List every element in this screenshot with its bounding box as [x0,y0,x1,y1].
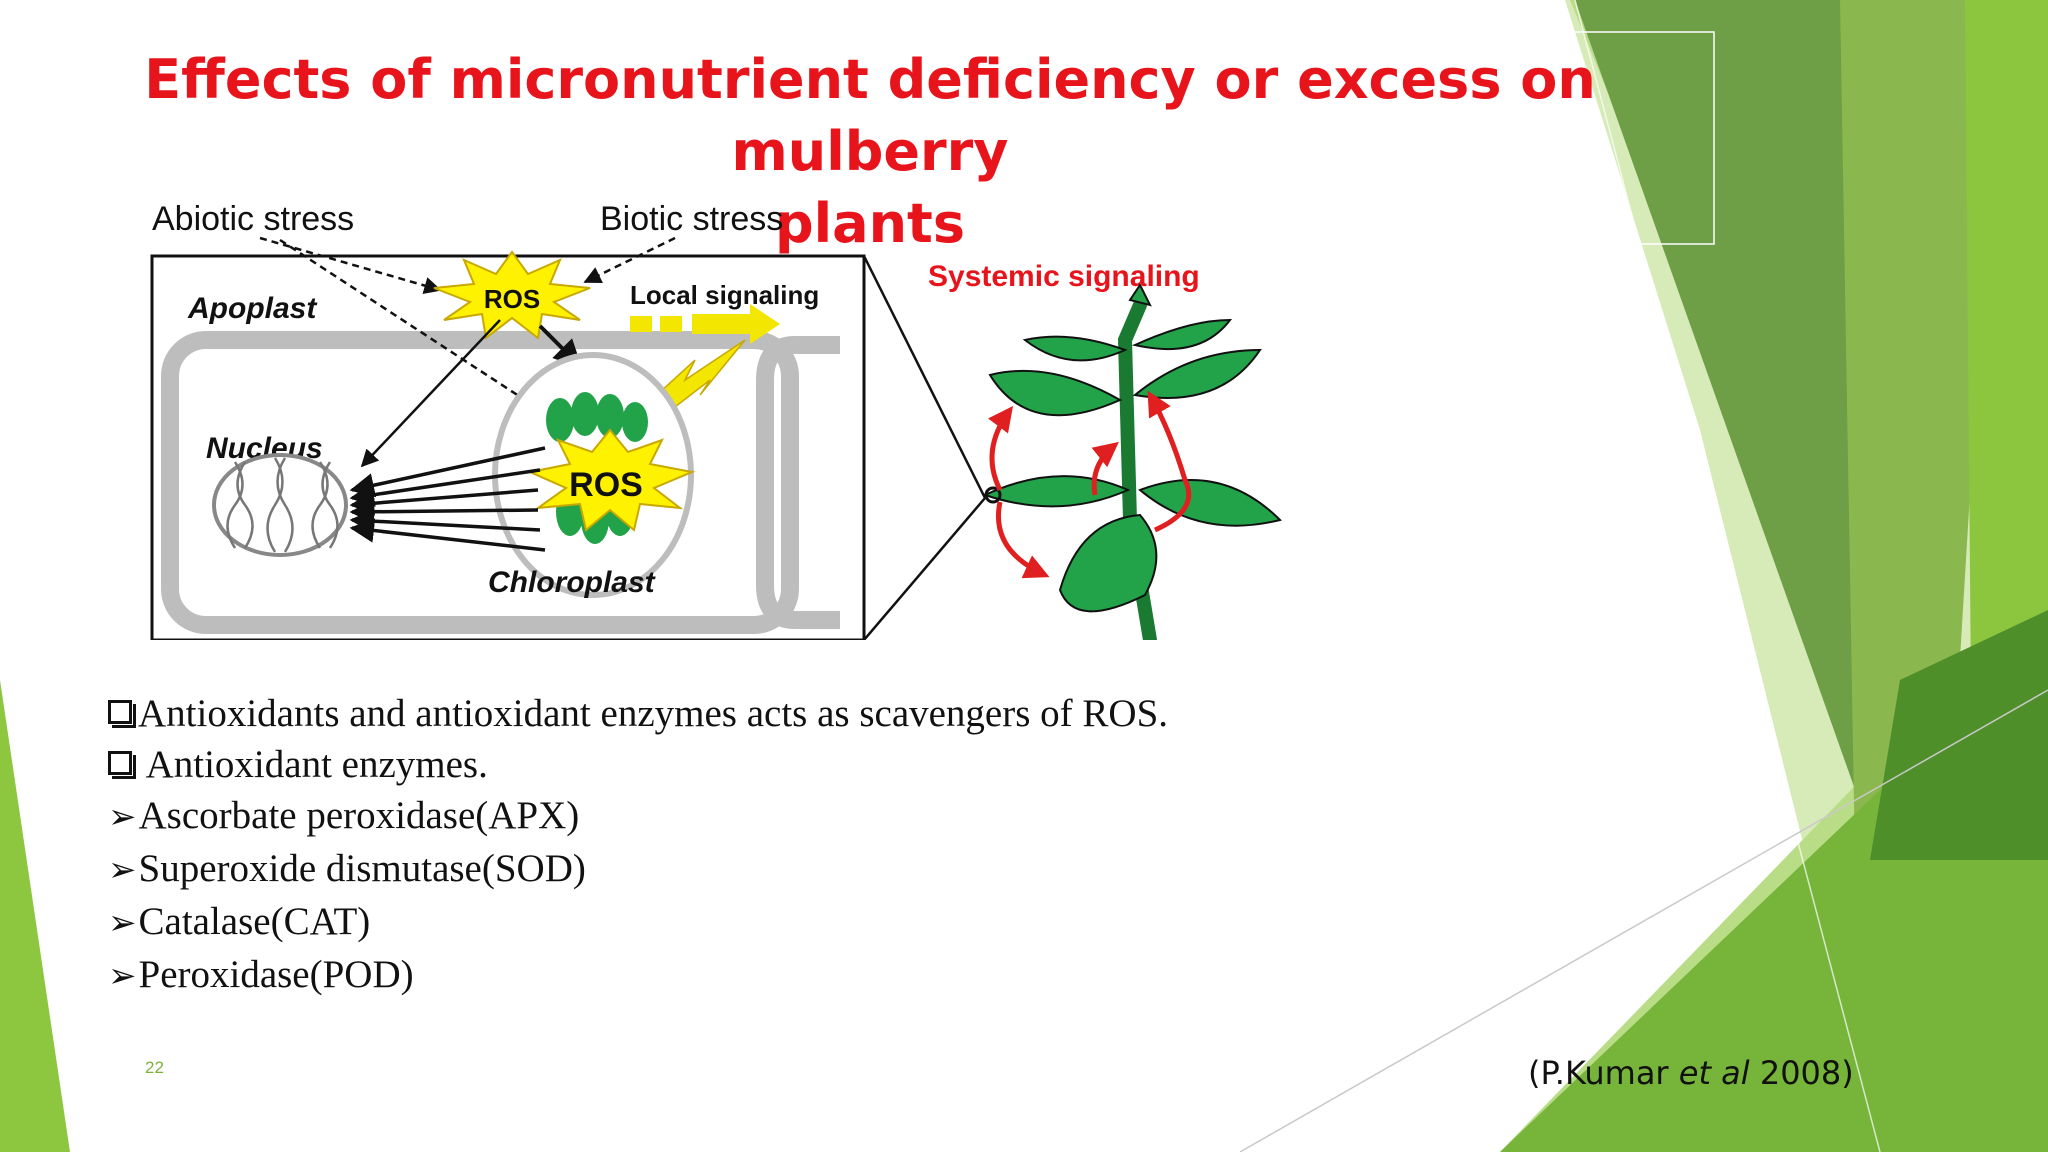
left-green-sliver [0,680,70,1152]
ros-burst-top [433,250,591,340]
diagonal-line [1574,0,1881,1152]
local-signaling-label: Local signaling [630,280,819,310]
biotic-to-ros-arrow [583,236,676,284]
citation-year: 2008) [1749,1054,1854,1092]
systemic-red-arrows [988,390,1192,579]
thin-diagonal-line [1239,689,2048,1152]
outline-rectangle [1567,31,1715,245]
bullet-text: Peroxidase(POD) [138,953,414,996]
plant-illustration [982,283,1282,640]
bullet-item: ➢Peroxidase(POD) [108,949,1168,1002]
title-line-1: Effects of micronutrient deficiency or e… [144,48,1596,183]
bullet-item: Antioxidants and antioxidant enzymes act… [108,688,1168,739]
retrograde-arrows [349,446,546,552]
bullet-text: Antioxidant enzymes. [138,743,488,786]
apoplast-label: Apoplast [187,292,318,325]
chromatin [226,457,339,553]
stress-point [984,486,1002,504]
local-signal-dash-2 [660,316,682,332]
leaf-middle-right [1138,479,1282,527]
leaf-upper-left [988,369,1123,417]
bullet-text: Catalase(CAT) [138,900,371,943]
bullet-text: Superoxide dismutase(SOD) [138,847,586,890]
bullet-item: ➢Ascorbate peroxidase(APX) [108,790,1168,843]
checkbox-bullet-icon [108,751,136,779]
arrow-bullet-icon: ➢ [108,852,137,889]
arrow-bullet-icon: ➢ [108,958,137,995]
abiotic-to-chloroplast-arrow [279,238,550,417]
citation-et-al: et al [1678,1054,1750,1092]
ros-burst-chloroplast [526,428,696,532]
bullet-text: Ascorbate peroxidase(APX) [138,794,580,837]
bullet-item: Antioxidant enzymes. [108,739,1168,790]
arrow-bullet-icon: ➢ [108,799,137,836]
page-number: 22 [145,1058,164,1077]
chloroplast-label: Chloroplast [488,566,657,599]
bullet-item: ➢Catalase(CAT) [108,896,1168,949]
leaf-top-left [1022,335,1128,362]
checkbox-bullet-icon [108,700,136,728]
abiotic-stress-label: Abiotic stress [152,200,354,238]
neighbor-cell-wall [756,336,840,629]
arrow-bullet-icon: ➢ [108,905,137,942]
ros-top-label: ROS [484,284,540,314]
right-deep-facet [1870,610,2048,860]
local-signal-dash-1 [630,316,652,332]
local-signal-arrow [692,304,780,344]
bullet-list: Antioxidants and antioxidant enzymes act… [108,688,1168,1002]
slide-title: Effects of micronutrient deficiency or e… [40,44,1700,260]
systemic-signaling-label: Systemic signaling [928,260,1200,293]
ros-signaling-diagram: Abiotic stress Biotic stress ROS Apoplas… [150,200,1282,640]
bullet-text: Antioxidants and antioxidant enzymes act… [138,692,1169,735]
ros-to-nucleus-arrow [360,319,501,468]
title-line-2: plants [774,192,965,255]
abiotic-to-ros-arrow [259,236,442,295]
ros-chloroplast-label: ROS [569,466,643,504]
zoom-line-top [862,255,987,499]
leaf-top-right [1131,318,1233,351]
citation: (P.Kumar et al 2008) [1528,1054,1854,1092]
biotic-stress-label: Biotic stress [600,200,783,238]
leaf-upper-right [1132,348,1262,399]
citation-author: (P.Kumar [1528,1054,1679,1092]
leaf-bottom [1058,513,1158,613]
bullet-item: ➢Superoxide dismutase(SOD) [108,843,1168,896]
leaf-middle-left [982,475,1131,508]
zoom-line-bottom [863,497,986,640]
